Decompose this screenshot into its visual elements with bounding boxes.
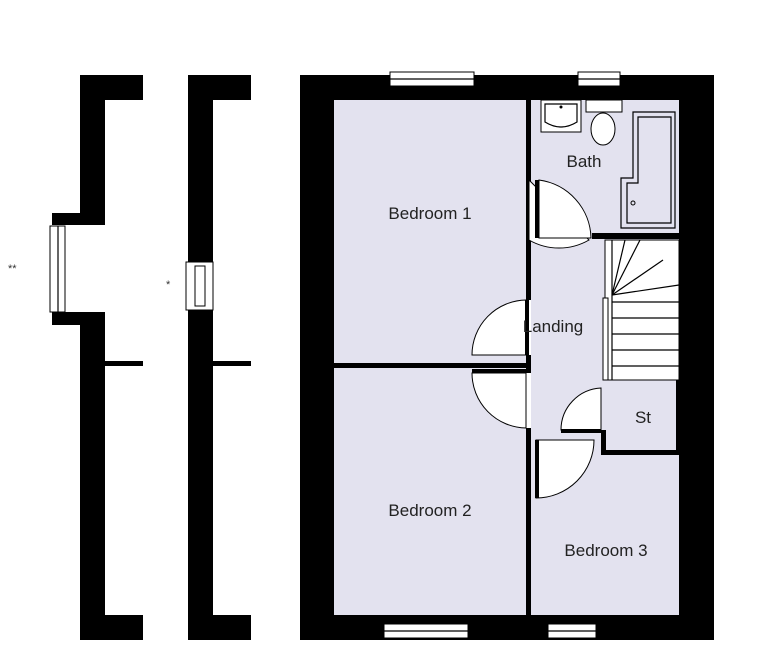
windows: [383, 71, 621, 639]
outer-walls: [300, 75, 714, 640]
wall-section-left: [49, 75, 143, 640]
marker-double: **: [8, 263, 17, 275]
room-label-bedroom3: Bedroom 3: [564, 541, 647, 560]
room-label-bath: Bath: [567, 152, 602, 171]
room-label-bedroom2: Bedroom 2: [388, 501, 471, 520]
marker-single: *: [166, 279, 171, 291]
room-label-landing: Landing: [523, 317, 584, 336]
doors: [471, 178, 602, 499]
room-label-storage: St: [635, 408, 651, 427]
room-label-bedroom1: Bedroom 1: [388, 204, 471, 223]
wall-section-middle: [185, 75, 251, 640]
bath-fixtures: [540, 99, 676, 229]
stairs: [602, 239, 680, 381]
